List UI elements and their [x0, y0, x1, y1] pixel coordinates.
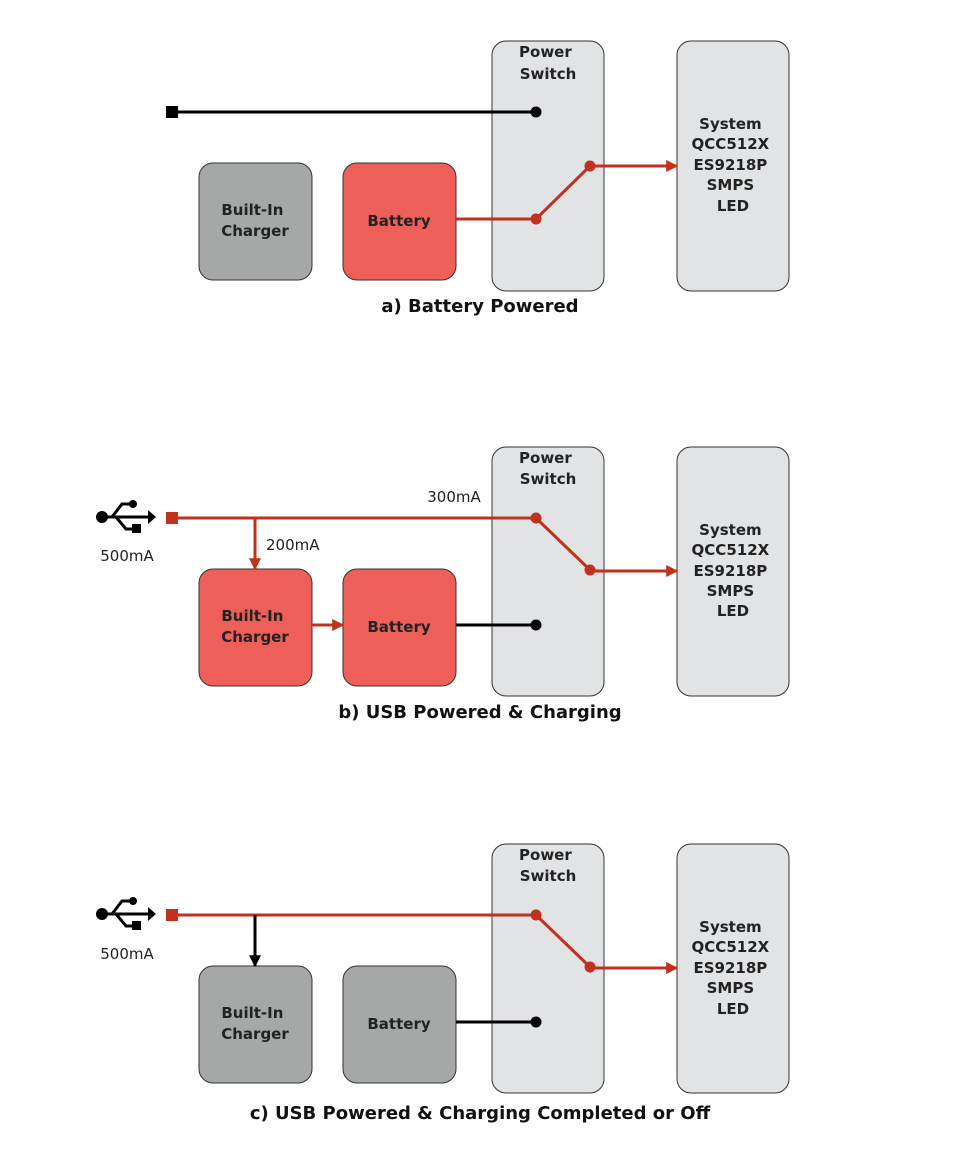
battery-label: Battery	[367, 212, 430, 230]
usb-current-label: 500mA	[100, 547, 154, 565]
system-current-label: 300mA	[427, 488, 481, 506]
panel-usb-powered-charging-completed: 500mA Power Switch System QCC512X ES9218…	[96, 843, 790, 1124]
panel-caption: a) Battery Powered	[381, 296, 578, 317]
charger-label: Built-In Charger	[221, 1004, 289, 1043]
panel-caption: b) USB Powered & Charging	[338, 702, 621, 723]
charger-box	[198, 162, 313, 281]
input-terminal	[166, 512, 178, 524]
battery-box	[342, 965, 457, 1084]
switch-contact-usb	[530, 512, 542, 524]
charge-current-label: 200mA	[266, 536, 320, 554]
battery-box	[342, 162, 457, 281]
system-label: System QCC512X ES9218P SMPS LED	[692, 115, 775, 215]
usb-current-label: 500mA	[100, 945, 154, 963]
system-label: System QCC512X ES9218P SMPS LED	[692, 521, 775, 620]
switch-contact-battery	[530, 619, 542, 631]
power-switch-label: Power Switch	[519, 449, 577, 488]
switch-contact-battery	[530, 1016, 542, 1028]
usb-power-path	[534, 913, 592, 969]
usb-icon	[96, 897, 156, 930]
switch-contact-battery	[530, 213, 542, 225]
panel-caption: c) USB Powered & Charging Completed or O…	[250, 1103, 711, 1124]
charger-label: Built-In Charger	[221, 201, 289, 240]
switch-contact-usb	[530, 106, 542, 118]
input-terminal	[166, 909, 178, 921]
charger-label: Built-In Charger	[221, 607, 289, 646]
power-switch-label: Power Switch	[519, 846, 577, 885]
battery-label: Battery	[367, 618, 430, 636]
power-switch-label: Power Switch	[519, 43, 577, 83]
switch-contact-usb	[530, 909, 542, 921]
panel-usb-powered-charging: 500mA 300mA 200mA Power Switch System QC…	[96, 446, 790, 723]
input-terminal	[166, 106, 178, 118]
panel-battery-powered: Power Switch System QCC512X ES9218P SMPS…	[166, 40, 790, 317]
system-label: System QCC512X ES9218P SMPS LED	[692, 918, 775, 1018]
battery-label: Battery	[367, 1015, 430, 1033]
usb-power-path	[534, 516, 592, 572]
usb-icon	[96, 500, 156, 533]
